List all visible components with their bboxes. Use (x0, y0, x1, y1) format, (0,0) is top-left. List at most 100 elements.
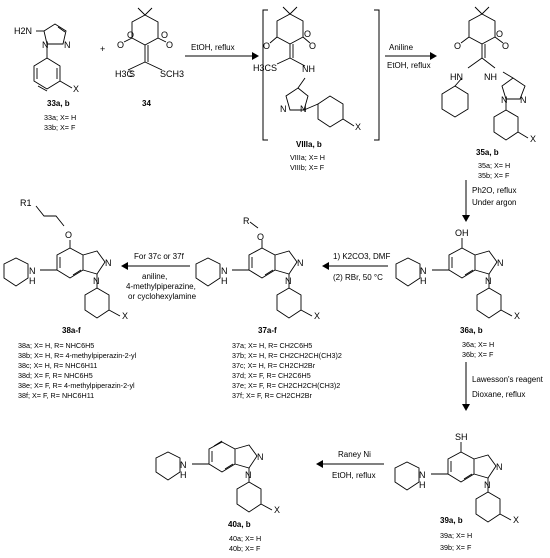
legend-row: 38b; X= H, R= 4-methylpiperazin-2-yl (18, 351, 137, 360)
h-label: H (419, 480, 426, 490)
intermediate-VIIIa-legend: VIIIa; X= H (290, 153, 325, 162)
step4-alkylation: (2) RBr, 50 °C (333, 273, 383, 282)
pyrazole-n-label: N (245, 470, 252, 480)
substituent-x-label: X (122, 311, 128, 321)
step4-base: 1) K2CO3, DMF (333, 252, 390, 261)
legend-row: 37e; X= F, R= CH2CH2CH(CH3)2 (232, 381, 340, 390)
legend-row: 37f; X= F, R= CH2CH2Br (232, 391, 312, 400)
pyrazole-n-label: N (501, 95, 508, 105)
r-group-label: R (243, 216, 250, 226)
step6-reagent: Lawesson's reagent (472, 375, 544, 384)
h-label: H (29, 276, 36, 286)
methylthio-label: H3C (115, 69, 134, 79)
compound-35b-legend: 35b; X= F (478, 171, 510, 180)
h-label: H (420, 276, 427, 286)
r1-group-label: R1 (20, 198, 32, 208)
substituent-x-label: X (314, 311, 320, 321)
pyrazole-n-label: N (42, 40, 49, 50)
compound-33a-legend: 33a; X= H (44, 113, 76, 122)
compound-40b-legend: 40b; X= F (229, 544, 261, 553)
step2-conditions: EtOH, reflux (387, 61, 431, 70)
legend-row: 37d; X= F, R= CH2C6H5 (232, 371, 311, 380)
legend-row: 38c; X= H, R= NHC6H11 (18, 361, 97, 370)
compound-38: O R1 N H N N X 38a-f 38a; X= H, R= NHC6H… (3, 198, 137, 400)
pyrazole-n-label: N (497, 258, 504, 268)
substituent-x-label: X (73, 84, 79, 94)
arrow-step4: 1) K2CO3, DMF (2) RBr, 50 °C (322, 252, 390, 282)
substituent-x-label: X (514, 311, 520, 321)
step2-reagent: Aniline (389, 43, 414, 52)
pyrazole-n-label: N (105, 258, 112, 268)
pyrazole-n-label: N (93, 276, 100, 286)
arrow-step5: For 37c or 37f aniline, 4-methylpiperazi… (121, 252, 197, 301)
sulfur-label: S (271, 63, 277, 73)
step6-conditions: Dioxane, reflux (472, 390, 525, 399)
oxygen-label: O (454, 41, 461, 51)
compound-35: O O O HN NH N N X 35a, b 35a; X= H 35b; … (441, 6, 536, 180)
compound-36: OH N H N N X 36a, b 36a; X= H 36b; X= F (395, 228, 520, 359)
step3-atmosphere: Under argon (472, 198, 516, 207)
step7-conditions: EtOH, reflux (332, 471, 376, 480)
compound-35a-legend: 35a; X= H (478, 161, 510, 170)
compound-33: H2N N N X 33a, b 33a; X= H 33b; X= F (14, 23, 79, 132)
h-label: H (180, 470, 187, 480)
compound-37-label: 37a-f (258, 326, 277, 335)
intermediate-VIII-label: VIIIa, b (296, 140, 322, 149)
pyrazole-n-label: N (484, 480, 491, 490)
compound-39a-legend: 39a; X= H (440, 531, 472, 540)
n-label: N (221, 266, 228, 276)
arrow-step1: EtOH, reflux (185, 43, 259, 60)
substituent-x-label: X (355, 122, 361, 132)
compound-36a-legend: 36a; X= H (462, 340, 494, 349)
legend-row: 38d; X= F, R= NHC6H5 (18, 371, 93, 380)
oxygen-label: O (161, 30, 168, 40)
oxygen-label: O (127, 30, 134, 40)
compound-39b-legend: 39b; X= F (440, 543, 472, 552)
oxygen-label: O (304, 29, 311, 39)
step5-amine-2: 4-methylpiperazine, (126, 282, 196, 291)
intermediate-VIII: O O O H3C S NH N N X VIIIa, b VIIIa; X= … (253, 6, 380, 172)
thiol-label: SH (455, 432, 468, 442)
arrow-step3: Ph2O, reflux Under argon (462, 180, 516, 222)
nh-label: NH (484, 72, 497, 82)
oxygen-label: O (117, 40, 124, 50)
compound-34-label: 34 (142, 99, 151, 108)
compound-40a-legend: 40a; X= H (229, 534, 261, 543)
compound-33b-legend: 33b; X= F (44, 123, 76, 132)
arrow-step2: Aniline EtOH, reflux (385, 43, 437, 70)
compound-34: O O O O H3C S SCH3 34 (115, 7, 184, 108)
compound-39-label: 39a, b (440, 516, 463, 525)
oxygen-label: O (502, 41, 509, 51)
oxygen-label: O (65, 230, 72, 240)
pyrazole-n-label: N (485, 276, 492, 286)
oxygen-label: O (496, 29, 503, 39)
legend-row: 38f; X= F, R= NHC6H11 (18, 391, 94, 400)
arrow-step6: Lawesson's reagent Dioxane, reflux (462, 362, 544, 411)
sulfur-label: S (129, 69, 135, 79)
pyrazole-n-label: N (257, 452, 264, 462)
plus-sign: + (100, 44, 105, 54)
n-label: N (419, 470, 426, 480)
hydroxyl-label: OH (455, 228, 469, 238)
compound-37: O R N H N N X 37a-f 37a; X= H, R= CH2C6H… (195, 216, 342, 400)
h-label: H (221, 276, 228, 286)
hn-label: HN (450, 72, 463, 82)
compound-36b-legend: 36b; X= F (462, 350, 494, 359)
compound-36-label: 36a, b (460, 326, 483, 335)
oxygen-label: O (257, 232, 264, 242)
compound-38-legend: 38a; X= H, R= NHC6H5 38b; X= H, R= 4-met… (18, 341, 137, 400)
legend-row: 37c; X= H, R= CH2CH2Br (232, 361, 316, 370)
oxygen-label: O (166, 40, 173, 50)
substituent-x-label: X (513, 515, 519, 525)
compound-39: SH N H N N X 39a, b 39a; X= H 39b; X= F (394, 432, 519, 552)
compound-40-label: 40a, b (228, 520, 251, 529)
step5-amine-1: aniline, (142, 272, 167, 281)
compound-40: N H N N X 40a, b 40a; X= H 40b; X= F (155, 440, 280, 553)
step1-conditions: EtOH, reflux (191, 43, 235, 52)
pyrazole-n-label: N (496, 462, 503, 472)
pyrazole-n-label: N (280, 104, 287, 114)
oxygen-label: O (263, 41, 270, 51)
step5-scope: For 37c or 37f (134, 252, 185, 261)
arrow-step7: Raney Ni EtOH, reflux (316, 450, 384, 480)
